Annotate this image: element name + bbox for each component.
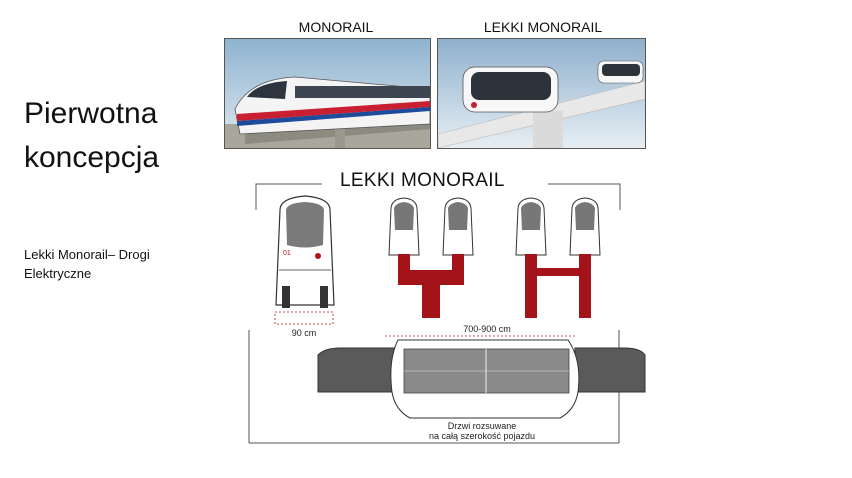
slide-title: Pierwotna koncepcja	[24, 97, 160, 174]
vehicle-plan-view	[317, 339, 646, 419]
monorail-photo	[224, 38, 431, 149]
photo-label-light-monorail: LEKKI MONORAIL	[483, 19, 603, 35]
vehicle-width-label: 90 cm	[291, 328, 317, 338]
frame-top-left	[255, 183, 322, 210]
slide-subtitle: Lekki Monorail– Drogi Elektryczne	[24, 247, 150, 281]
vehicle-pair-left	[388, 197, 474, 318]
track-width-label: 700-900 cm	[463, 324, 511, 334]
vehicle-front-view	[275, 195, 335, 308]
frame-top-right	[548, 183, 621, 210]
door-note-line-2: na całą szerokość pojazdu	[428, 431, 536, 441]
vehicle-width-dimension	[274, 311, 334, 325]
vehicle-number-label: 01	[283, 250, 291, 257]
photo-label-monorail: MONORAIL	[298, 19, 374, 35]
light-monorail-photo	[437, 38, 646, 149]
door-note: Drzwi rozsuwane na całą szerokość pojazd…	[392, 421, 572, 441]
door-note-line-1: Drzwi rozsuwane	[447, 421, 517, 431]
diagram-title: LEKKI MONORAIL	[340, 170, 505, 191]
vehicle-pair-right	[515, 197, 601, 318]
